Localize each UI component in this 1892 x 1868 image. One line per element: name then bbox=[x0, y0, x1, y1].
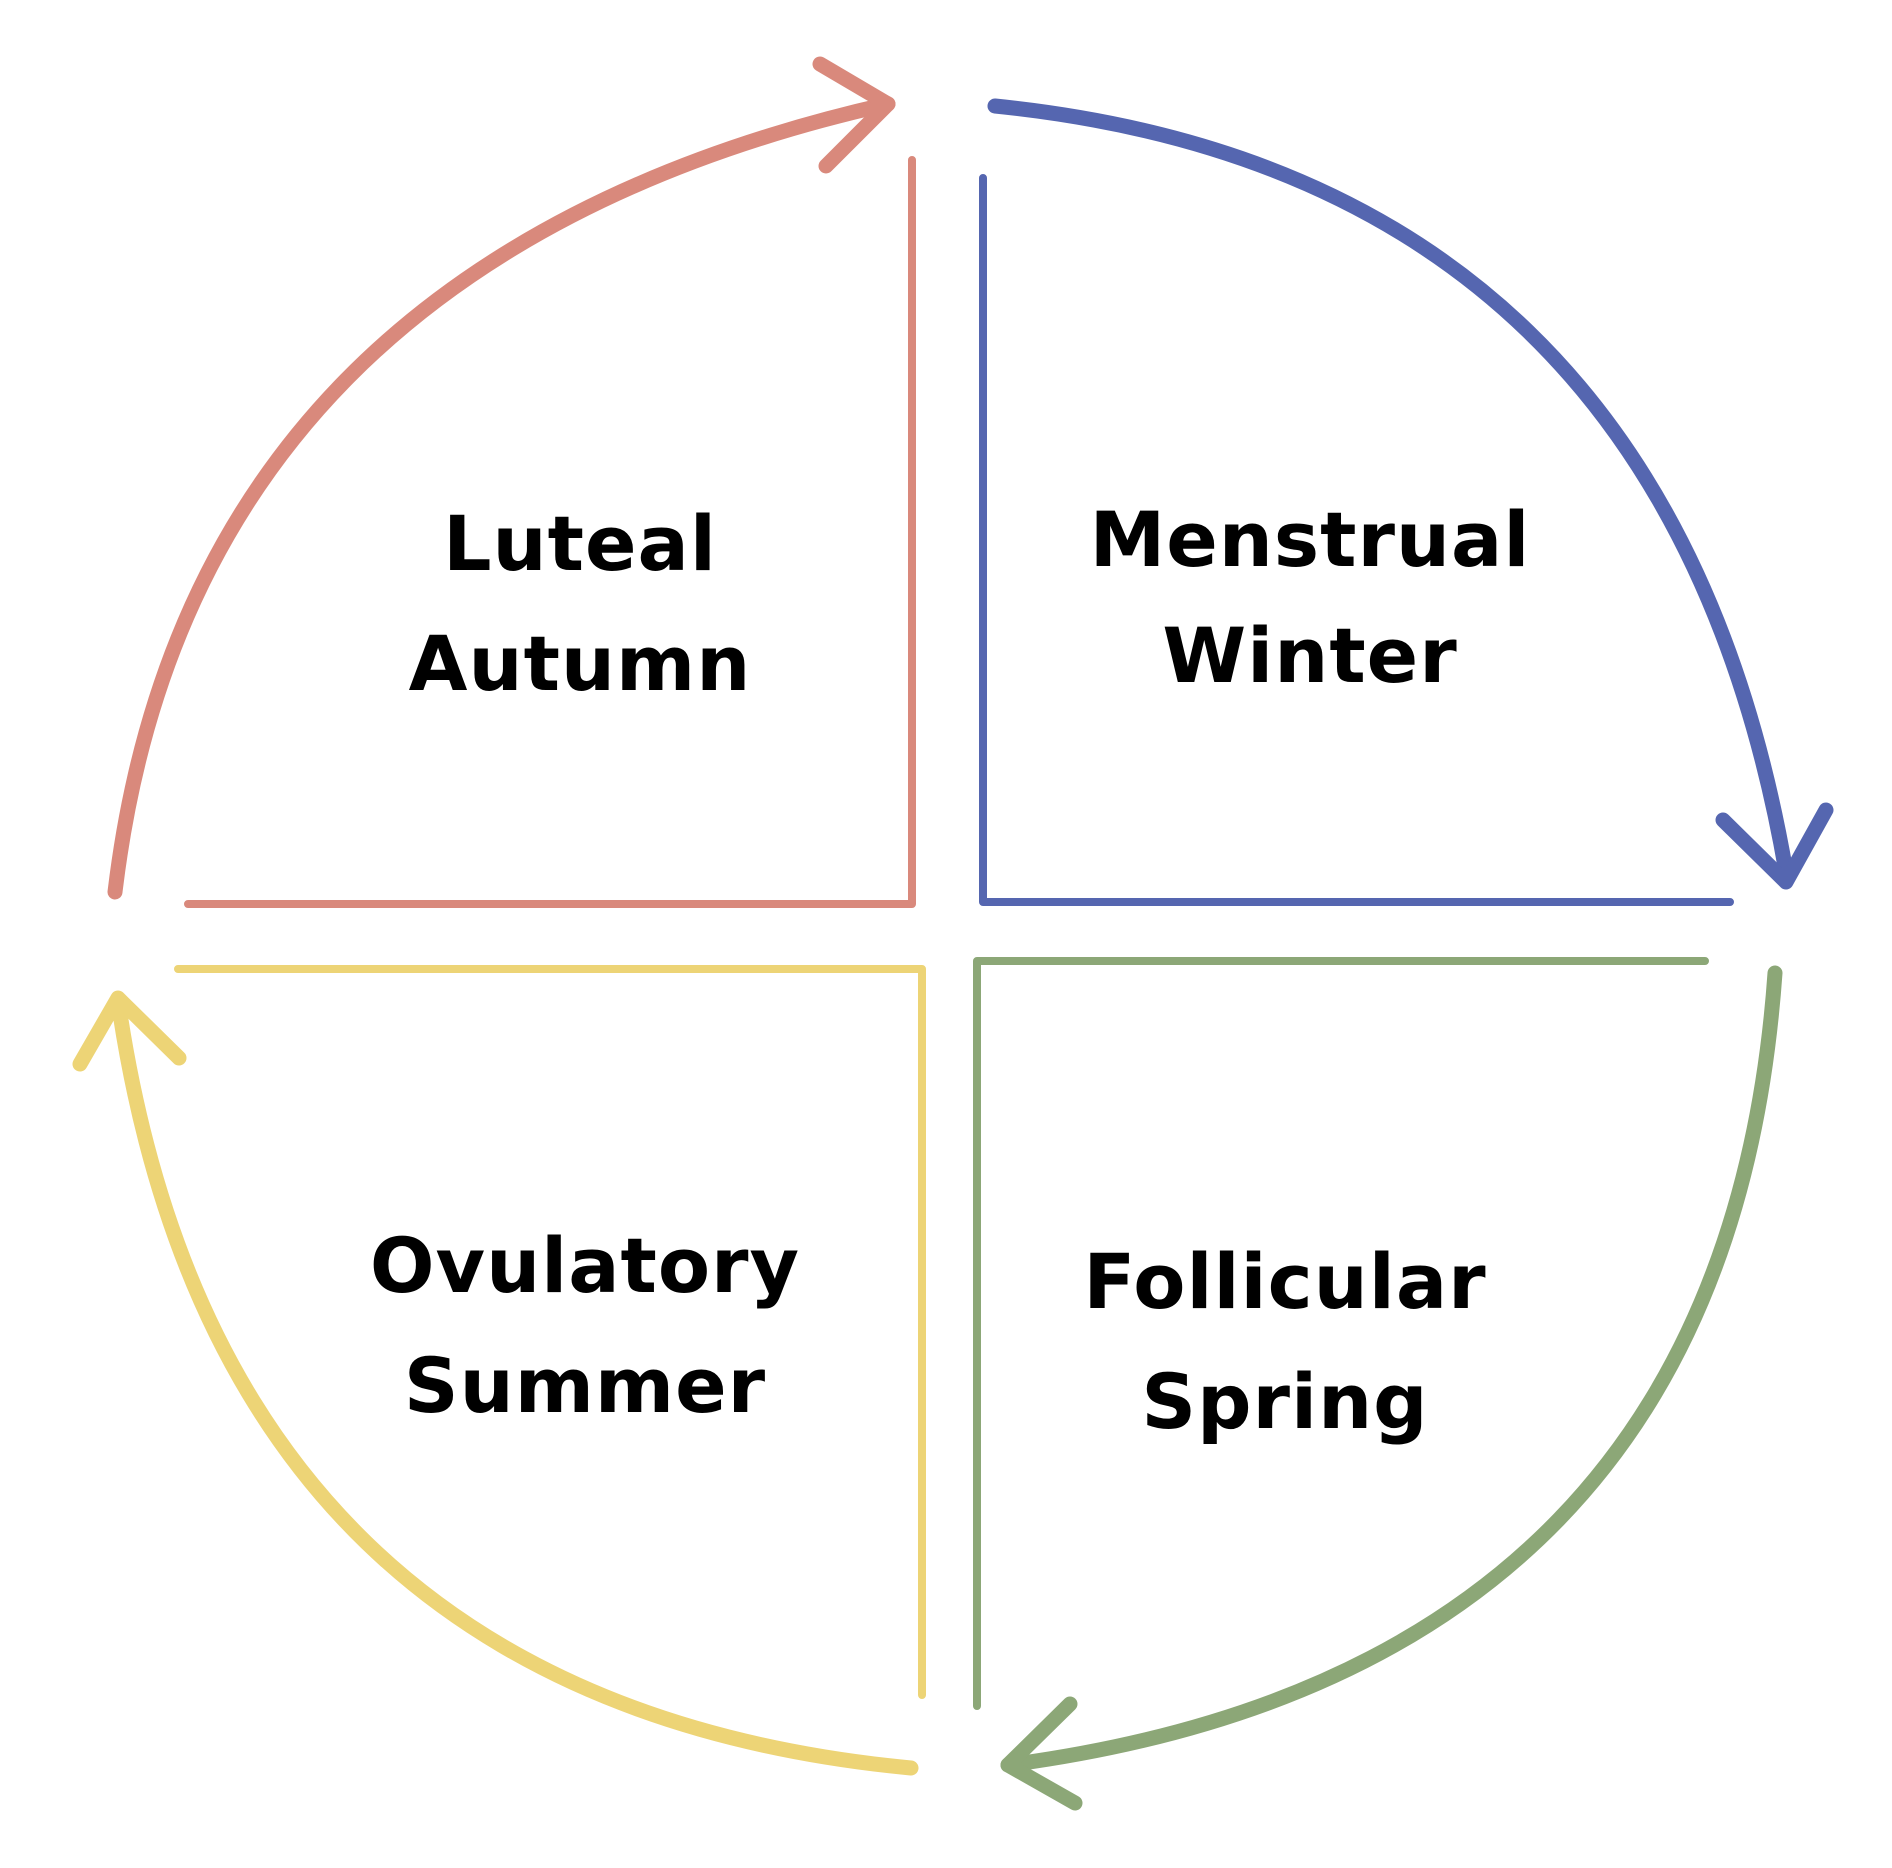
ovulatory-label: Ovulatory Summer bbox=[335, 1228, 835, 1424]
luteal-quadrant-border bbox=[184, 156, 916, 908]
luteal-arrowhead bbox=[812, 56, 896, 174]
ovulatory-quadrant-border bbox=[174, 965, 926, 1699]
follicular-phase-name: Follicular bbox=[1083, 1237, 1487, 1326]
ovulatory-phase-name: Ovulatory bbox=[369, 1221, 801, 1310]
follicular-label: Follicular Spring bbox=[1040, 1244, 1530, 1440]
menstrual-phase-name: Menstrual bbox=[1089, 495, 1531, 584]
ovulatory-arc bbox=[110, 992, 919, 1776]
follicular-arrowhead bbox=[1000, 1696, 1083, 1811]
ovulatory-season-name: Summer bbox=[403, 1341, 767, 1430]
menstrual-quadrant-border bbox=[979, 174, 1734, 906]
ovulatory-arrowhead bbox=[72, 990, 187, 1072]
menstrual-arc bbox=[987, 98, 1794, 880]
luteal-season-name: Autumn bbox=[408, 619, 752, 708]
luteal-label: Luteal Autumn bbox=[335, 506, 825, 702]
luteal-phase-name: Luteal bbox=[443, 499, 717, 588]
menstrual-arrowhead bbox=[1715, 802, 1834, 890]
follicular-arc bbox=[1000, 965, 1783, 1773]
menstrual-season-name: Winter bbox=[1162, 611, 1458, 700]
follicular-season-name: Spring bbox=[1141, 1357, 1429, 1446]
luteal-arc bbox=[107, 96, 896, 900]
follicular-quadrant-border bbox=[973, 957, 1709, 1710]
menstrual-label: Menstrual Winter bbox=[1060, 502, 1560, 694]
